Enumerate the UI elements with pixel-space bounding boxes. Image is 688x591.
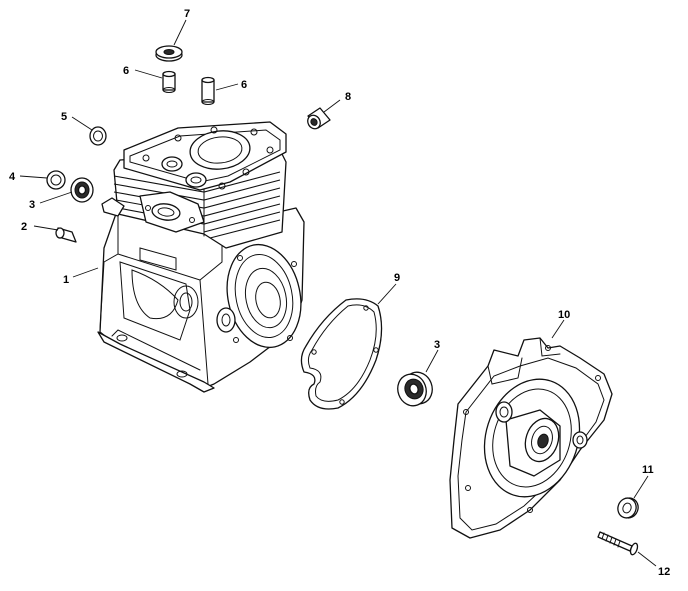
plug-washer[interactable] [615,496,641,521]
crankcase-block[interactable] [97,121,310,393]
oil-seal-left[interactable] [70,177,94,203]
callout-9: 9 [394,272,400,284]
closure-plate[interactable] [449,337,613,539]
callout-1: 1 [63,274,69,286]
callout-4: 4 [9,171,16,183]
bushing[interactable] [305,107,331,131]
callout-2: 2 [21,221,27,233]
dowel-pin[interactable] [55,227,77,243]
callout-11: 11 [642,464,654,476]
callout-labels: 1 2 3 4 5 6 6 7 8 9 3 10 11 12 [9,8,670,578]
washer[interactable] [46,170,66,190]
callout-6-right: 6 [241,79,247,91]
callout-10: 10 [558,309,570,321]
valve-guide-right[interactable] [201,76,215,105]
callout-5: 5 [61,111,67,123]
callout-12: 12 [658,566,670,578]
valve-guide-left[interactable] [162,70,176,93]
seal-ring[interactable] [89,126,107,146]
callout-6-left: 6 [123,65,129,77]
callout-3-right: 3 [434,339,440,351]
callout-8: 8 [345,91,351,103]
callout-3-left: 3 [29,199,35,211]
screw[interactable] [597,531,639,556]
oil-seal-right[interactable] [393,368,436,410]
gasket[interactable] [300,298,383,410]
leader-lines [19,19,657,567]
valve-seat-washer[interactable] [155,45,183,62]
callout-7: 7 [184,8,190,20]
